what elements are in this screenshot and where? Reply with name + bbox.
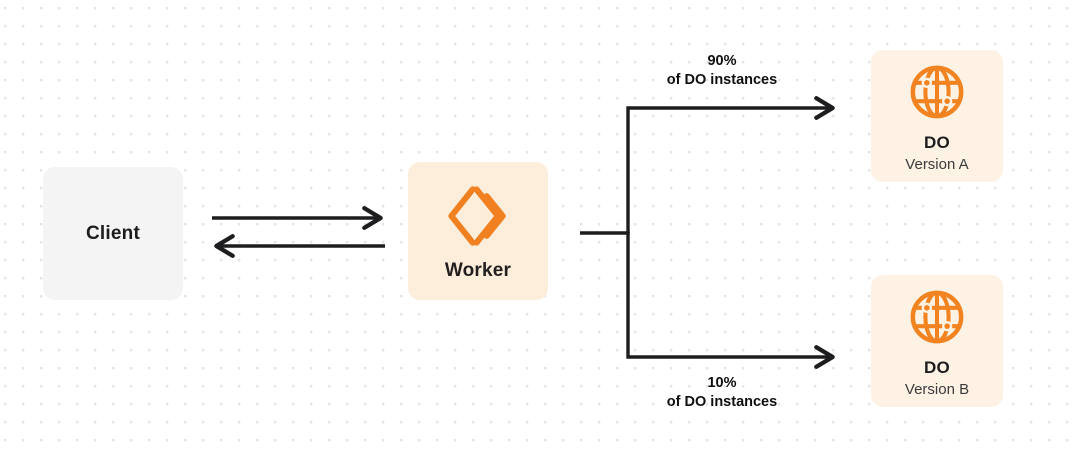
cloudflare-workers-icon xyxy=(447,186,509,246)
edge-worker-to-do-a xyxy=(626,96,835,233)
node-do-version-a-subtitle: Version A xyxy=(905,156,969,173)
durable-object-globe-icon xyxy=(908,288,966,346)
node-do-version-b[interactable]: DO Version B xyxy=(871,275,1003,407)
edge-label-do-a: 90% of DO instances xyxy=(597,52,847,90)
durable-object-globe-icon xyxy=(908,63,966,121)
node-do-version-a[interactable]: DO Version A xyxy=(871,50,1003,182)
node-do-version-b-subtitle: Version B xyxy=(904,381,970,398)
edge-label-do-b: 10% of DO instances xyxy=(597,374,847,412)
node-do-version-a-title: DO xyxy=(924,133,950,152)
node-do-version-b-title: DO xyxy=(924,358,950,377)
node-worker[interactable]: Worker xyxy=(408,162,548,300)
edge-label-do-b-percent: 10% xyxy=(707,375,737,391)
node-client-title: Client xyxy=(86,222,140,244)
edge-label-do-a-text: of DO instances xyxy=(666,72,778,89)
edge-label-do-a-percent: 90% xyxy=(707,53,737,69)
edge-worker-to-do-b xyxy=(626,233,835,369)
node-worker-title: Worker xyxy=(444,260,512,281)
edge-label-do-b-text: of DO instances xyxy=(666,394,778,411)
node-client[interactable]: Client xyxy=(43,167,183,300)
